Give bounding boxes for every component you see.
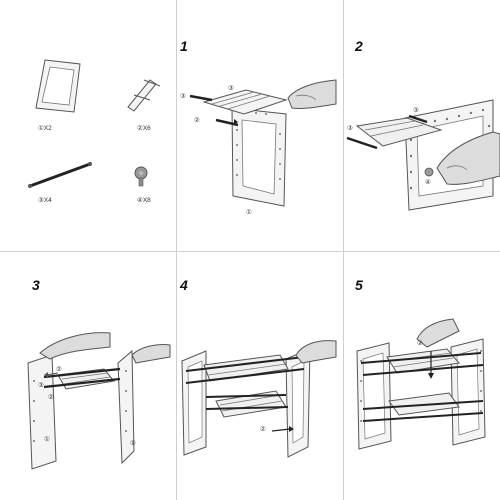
step-4-panel: 4 ② xyxy=(176,251,343,500)
grid-divider xyxy=(176,0,177,500)
callout: ① xyxy=(44,436,50,443)
callout: ① xyxy=(246,209,252,216)
parts-panel: ①X2 ②X6 ③X4 ④X8 xyxy=(0,0,176,251)
callout: ③ xyxy=(228,85,234,92)
step-2-panel: 2 ③ ③ ④ xyxy=(343,0,500,251)
step-number: 4 xyxy=(180,277,188,293)
callout: ② xyxy=(194,117,200,124)
callout: ③ xyxy=(180,93,186,100)
step-4-drawing xyxy=(181,340,337,458)
part-label-bar: ③X4 xyxy=(38,197,52,204)
parts-drawing xyxy=(28,59,161,188)
frame-icon xyxy=(35,59,81,113)
part-label-frame: ①X2 xyxy=(38,125,52,132)
bar-icon xyxy=(28,162,92,188)
step-1-drawing xyxy=(189,79,337,207)
step-number: 1 xyxy=(180,38,188,54)
grid-divider xyxy=(343,0,344,500)
rod-icon xyxy=(127,79,161,112)
step-2-drawing xyxy=(346,99,500,211)
callout: ② xyxy=(56,366,62,373)
step-number: 2 xyxy=(355,38,363,54)
step-number: 5 xyxy=(355,277,363,293)
callout: ④ xyxy=(425,179,431,186)
callout: ③ xyxy=(347,125,353,132)
grid-divider xyxy=(0,251,500,252)
step-5-panel: 5 ② xyxy=(343,251,500,500)
callout: ② xyxy=(260,426,266,433)
part-label-rod: ②X6 xyxy=(137,125,151,132)
knob-icon xyxy=(134,166,148,187)
step-1-panel: 1 ③ ③ ② ① xyxy=(176,0,343,251)
step-5-drawing xyxy=(356,318,486,450)
part-label-knob: ④X8 xyxy=(137,197,151,204)
callout: ② xyxy=(417,340,423,347)
step-number: 3 xyxy=(32,277,40,293)
callout: ③ xyxy=(38,382,44,389)
callout: ③ xyxy=(413,107,419,114)
callout: ② xyxy=(48,394,54,401)
step-3-panel: 3 ② ③ ② ① ① xyxy=(0,251,176,500)
step-3-drawing xyxy=(27,332,171,470)
callout: ① xyxy=(130,440,136,447)
